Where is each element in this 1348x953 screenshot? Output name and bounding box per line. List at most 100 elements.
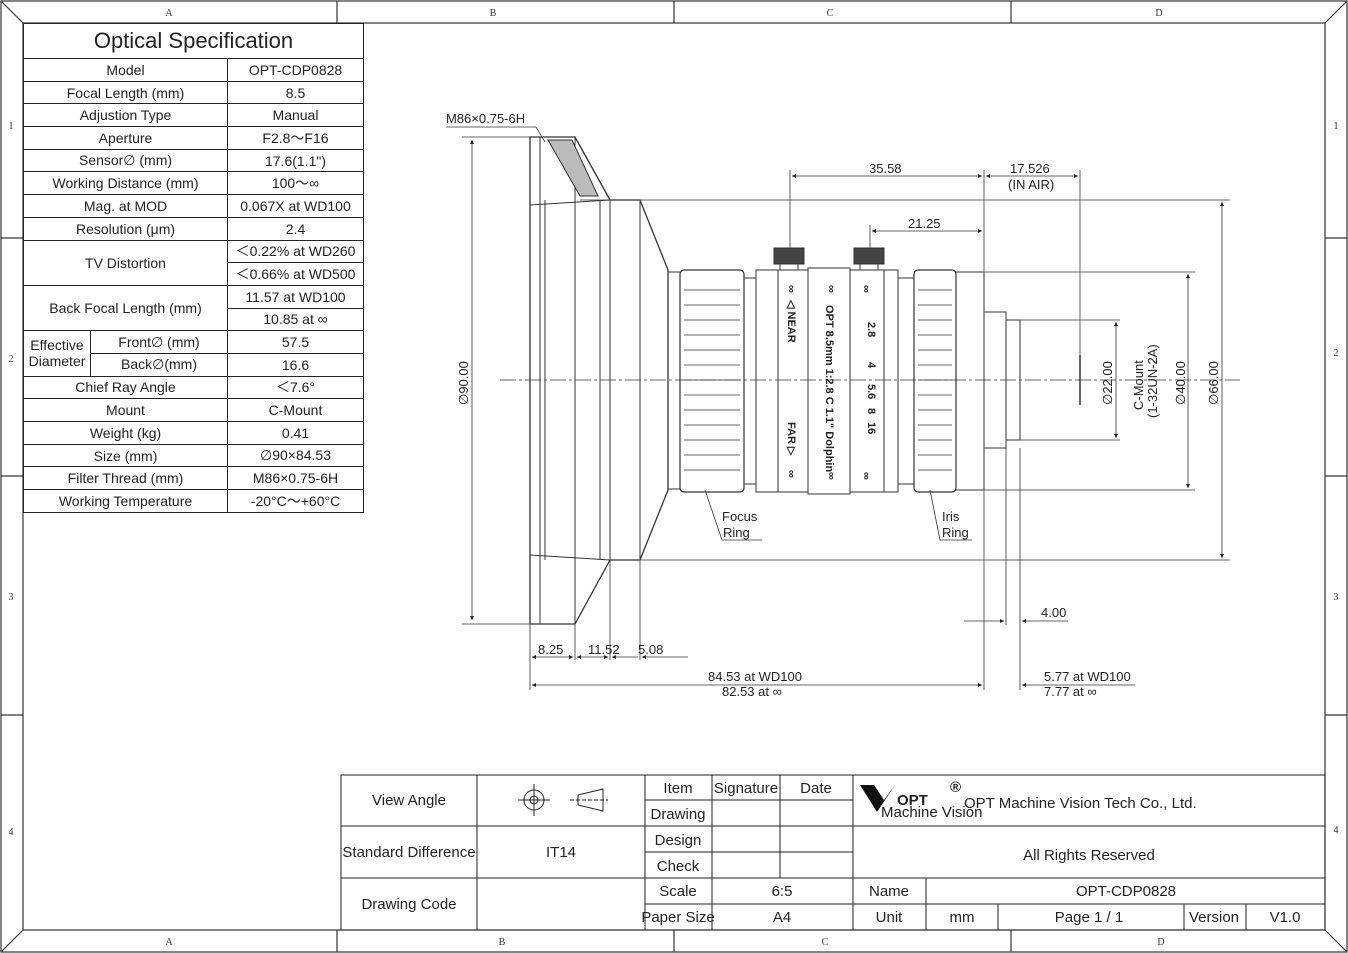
frame-row-3-right: 3 bbox=[1334, 592, 1339, 603]
iris-ring-shape bbox=[913, 269, 957, 493]
signature-header: Signature bbox=[714, 780, 778, 797]
iris-ring-label: Iris bbox=[942, 509, 960, 524]
tv-distortion-label: TV Distortion bbox=[23, 239, 228, 286]
design-row-label: Design bbox=[655, 832, 702, 849]
filter-thread-value: M86×0.75-6H bbox=[227, 466, 364, 491]
frame-row-2: 2 bbox=[9, 354, 14, 365]
opt-logo: OPT ® Machine Vision bbox=[860, 779, 982, 821]
frame-col-c-bottom: C bbox=[822, 937, 829, 948]
back-focal-length-value-2: 10.85 at ∞ bbox=[227, 307, 364, 332]
aperture-value: F2.8～F16 bbox=[227, 126, 364, 150]
c-mount-thread-label: (1-32UN-2A) bbox=[1145, 344, 1160, 418]
length-inf-label: 82.53 at ∞ bbox=[722, 684, 782, 699]
far-mark: FAR ▷ bbox=[785, 422, 797, 456]
f-stop-16: 16 bbox=[865, 422, 877, 434]
focus-lock-screw bbox=[773, 247, 805, 265]
page-number: Page 1 / 1 bbox=[1055, 909, 1123, 926]
dim-8-25: 8.25 bbox=[538, 642, 563, 657]
chief-ray-angle-value: ＜7.6° bbox=[227, 375, 364, 400]
tolerance-value: IT14 bbox=[546, 844, 576, 861]
spec-title: Optical Specification bbox=[23, 23, 364, 59]
size-value: ∅90×84.53 bbox=[227, 443, 364, 468]
drawing-code-label: Drawing Code bbox=[361, 896, 456, 913]
f-stop-8: 8 bbox=[865, 408, 877, 414]
focal-length-label: Focal Length (mm) bbox=[23, 80, 228, 105]
front-diameter-value: 57.5 bbox=[227, 330, 364, 354]
frame-labels: A B C D A B C D 1 2 3 4 1 2 3 4 bbox=[9, 8, 1339, 948]
scale-value: 6:5 bbox=[772, 883, 793, 900]
in-air-label: (IN AIR) bbox=[1008, 177, 1054, 192]
effective-label: Effective bbox=[30, 337, 84, 354]
unit-label: Unit bbox=[876, 909, 904, 926]
focus-ring-label-2: Ring bbox=[723, 525, 750, 540]
frame-col-c: C bbox=[827, 8, 834, 19]
version-label: Version bbox=[1189, 909, 1239, 926]
diameter-22-label: ∅22.00 bbox=[1100, 361, 1115, 405]
dim-5-08: 5.08 bbox=[638, 642, 663, 657]
frame-col-b-bottom: B bbox=[499, 937, 506, 948]
f-stop-4: 4 bbox=[865, 362, 877, 369]
resolution-value: 2.4 bbox=[227, 216, 364, 241]
focal-length-value: 8.5 bbox=[227, 80, 364, 105]
back-diameter-value: 16.6 bbox=[227, 352, 364, 377]
paper-size-value: A4 bbox=[773, 909, 791, 926]
frame-row-4: 4 bbox=[9, 827, 14, 838]
magnification-label: Mag. at MOD bbox=[23, 194, 228, 218]
adjustion-value: Manual bbox=[227, 103, 364, 128]
lens-drawing bbox=[500, 136, 1240, 625]
iris-inf-mark-top: ∞ bbox=[860, 285, 872, 293]
projection-symbol-icon bbox=[518, 784, 608, 816]
dim-35-58: 35.58 bbox=[869, 161, 902, 176]
chief-ray-angle-label: Chief Ray Angle bbox=[23, 375, 228, 400]
magnification-value: 0.067X at WD100 bbox=[227, 194, 364, 218]
aperture-label: Aperture bbox=[23, 126, 228, 150]
name-value: OPT-CDP0828 bbox=[1076, 883, 1176, 900]
barrel-markings: OPT 8.5mm 1:2.8 C 1.1" Dolphin ◁ NEAR FA… bbox=[785, 285, 877, 480]
adjustion-label: Adjustion Type bbox=[23, 103, 228, 128]
frame-row-4-right: 4 bbox=[1334, 825, 1339, 836]
thread-label: M86×0.75-6H bbox=[446, 111, 525, 126]
title-block: View Angle Standard Difference IT14 Draw… bbox=[340, 774, 1326, 931]
sensor-value: 17.6(1.1") bbox=[227, 148, 364, 173]
diameter-66-label: ∅66.00 bbox=[1206, 361, 1221, 405]
iris-ring-label-2: Ring bbox=[942, 525, 969, 540]
frame-col-a: A bbox=[165, 8, 173, 19]
focus-inf-mark-bottom: ∞ bbox=[785, 470, 797, 478]
near-mark: ◁ NEAR bbox=[785, 299, 797, 343]
back-focal-length-value-1: 11.57 at WD100 bbox=[227, 284, 364, 309]
frame-col-b: B bbox=[490, 8, 497, 19]
diameter-40-label: ∅40.00 bbox=[1173, 361, 1188, 405]
frame-row-3: 3 bbox=[9, 592, 14, 603]
flange-wd100-label: 5.77 at WD100 bbox=[1044, 669, 1131, 684]
filter-thread-label: Filter Thread (mm) bbox=[23, 466, 228, 491]
paper-size-label: Paper Size bbox=[641, 909, 714, 926]
check-row-label: Check bbox=[657, 858, 700, 875]
dimension-lines bbox=[446, 126, 1230, 690]
barrel-inf-mark-bottom: ∞ bbox=[825, 472, 837, 480]
f-stop-2-8: 2.8 bbox=[865, 322, 877, 337]
date-header: Date bbox=[800, 780, 832, 797]
iris-lock-screw bbox=[853, 247, 885, 265]
mount-label: Mount bbox=[23, 398, 228, 422]
frame-row-1-right: 1 bbox=[1334, 121, 1339, 132]
size-label: Size (mm) bbox=[23, 443, 228, 468]
diameter-label: Diameter bbox=[28, 353, 86, 370]
thread-section-hatch bbox=[547, 139, 599, 197]
working-temperature-label: Working Temperature bbox=[23, 489, 228, 513]
frame-row-2-right: 2 bbox=[1334, 348, 1339, 359]
company-name: OPT Machine Vision Tech Co., Ltd. bbox=[964, 795, 1197, 812]
name-label: Name bbox=[869, 883, 909, 900]
c-mount-label: C-Mount bbox=[1131, 360, 1146, 410]
resolution-label: Resolution (μm) bbox=[23, 216, 228, 241]
length-wd100-label: 84.53 at WD100 bbox=[708, 669, 802, 684]
unit-value: mm bbox=[950, 909, 975, 926]
barrel-lens-text: OPT 8.5mm 1:2.8 C 1.1" Dolphin bbox=[823, 305, 835, 472]
svg-text:®: ® bbox=[950, 779, 961, 796]
version-value: V1.0 bbox=[1270, 909, 1301, 926]
focus-ring-label: Focus bbox=[722, 509, 758, 524]
weight-label: Weight (kg) bbox=[23, 421, 228, 445]
iris-inf-mark-bottom: ∞ bbox=[860, 472, 872, 480]
drawing-row-label: Drawing bbox=[650, 806, 705, 823]
